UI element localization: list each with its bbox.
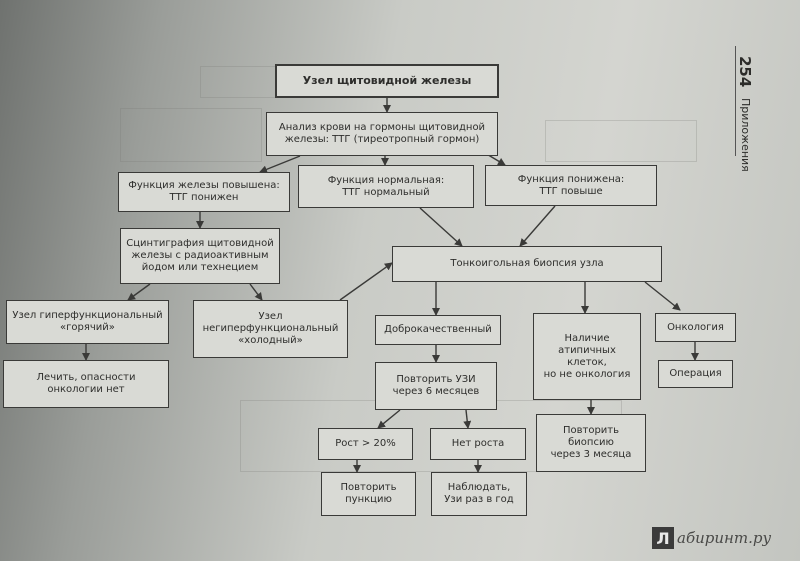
node-function-normal: Функция нормальная: ТТГ нормальный (298, 165, 474, 208)
header-rule (735, 46, 736, 156)
node-repeat-ultrasound: Повторить УЗИ через 6 месяцев (375, 362, 497, 410)
section-label: Приложения (739, 98, 752, 172)
bleed-through-shape (120, 108, 262, 162)
watermark-text: абиринт.ру (677, 529, 772, 547)
node-repeat-biopsy: Повторить биопсию через 3 месяца (536, 414, 646, 472)
node-blood-test: Анализ крови на гормоны щитовидной желез… (266, 112, 498, 156)
node-observe: Наблюдать, Узи раз в год (431, 472, 527, 516)
arrow-cold-to-biopsy (339, 262, 393, 301)
node-benign: Доброкачественный (375, 315, 501, 345)
watermark-logo: Л (652, 527, 674, 549)
node-atypical-cells: Наличие атипичных клеток, но не онкологи… (533, 313, 641, 400)
arrow-scint-to-hot (127, 283, 151, 301)
node-function-increased: Функция железы повышена: ТТГ понижен (118, 172, 290, 212)
bleed-through-shape (545, 120, 697, 162)
node-oncology: Онкология (655, 313, 736, 342)
node-function-decreased: Функция понижена: ТТГ повыше (485, 165, 657, 206)
node-no-growth: Нет роста (430, 428, 526, 460)
node-hot-nodule: Узел гиперфункциональный «горячий» (6, 300, 169, 344)
watermark: Л абиринт.ру (652, 527, 771, 549)
arrow-normal-to-biopsy (419, 207, 463, 247)
arrow-repeat-us-to-no-growth (463, 409, 472, 429)
node-cold-nodule: Узел негиперфункциональный «холодный» (193, 300, 348, 358)
node-treat: Лечить, опасности онкологии нет (3, 360, 169, 408)
node-fine-needle-biopsy: Тонкоигольная биопсия узла (392, 246, 662, 282)
arrow-blood-to-increased (259, 155, 301, 174)
node-thyroid-nodule: Узел щитовидной железы (275, 64, 499, 98)
arrow-repeat-us-to-growth (377, 409, 401, 429)
arrow-decreased-to-biopsy (519, 205, 556, 247)
arrow-scint-to-cold (249, 283, 263, 301)
page-number: 254 (736, 56, 754, 88)
node-surgery: Операция (658, 360, 733, 388)
arrow-biopsy-to-oncology (644, 281, 681, 311)
node-repeat-puncture: Повторить пункцию (321, 472, 416, 516)
node-scintigraphy: Сцинтиграфия щитовидной железы с радиоак… (120, 228, 280, 284)
node-growth: Рост > 20% (318, 428, 413, 460)
